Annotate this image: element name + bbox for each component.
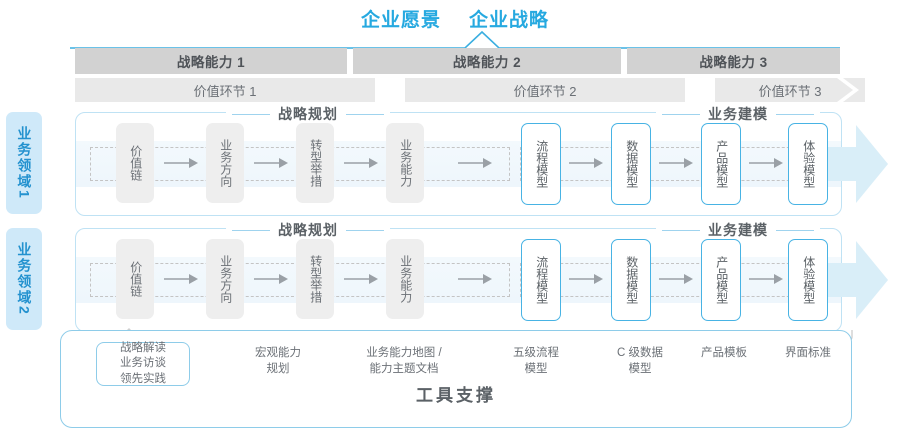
arrow-icon-r1-2 [254, 158, 288, 168]
chevron-separator-icon-1 [375, 78, 397, 102]
arrow-icon-r1-3 [344, 158, 378, 168]
node-data-model-2[interactable]: 数据模型 [611, 239, 651, 321]
note-c-level-data-model: C 级数据模型 [592, 346, 688, 377]
tool-support-title: 工具支撑 [416, 386, 496, 405]
value-chain-segment-1[interactable]: 价值环节 1 [75, 78, 375, 102]
capability-bar-2[interactable]: 战略能力 2 [353, 48, 621, 74]
arrow-icon-r1-5 [569, 158, 603, 168]
arrow-icon-r2-1 [164, 274, 198, 284]
note-text-4: 五级流程模型 [513, 347, 559, 375]
note-text-3: 业务能力地图 /能力主题文档 [366, 347, 442, 375]
node-business-direction-1[interactable]: 业务方向 [206, 123, 244, 203]
node-value-chain-2[interactable]: 价值链 [116, 239, 154, 319]
vision-strategy-connector-line [70, 30, 840, 49]
tool-support-card: 工具支撑 [60, 330, 852, 428]
value-chain-label-3: 价值环节 3 [758, 83, 822, 99]
note-box-strategy-interpretation[interactable]: 战略解读业务访谈领先实践 [96, 342, 190, 386]
note-macro-capability-planning: 宏观能力规划 [222, 346, 334, 377]
note-text-1: 战略解读业务访谈领先实践 [120, 342, 166, 385]
note-text-5: C 级数据模型 [617, 347, 663, 375]
header-titles: 企业愿景 企业战略 [0, 4, 910, 32]
flow-direction-arrow-1 [816, 125, 888, 203]
arrow-icon-r2-4 [458, 274, 492, 284]
node-data-model-1[interactable]: 数据模型 [611, 123, 651, 205]
note-interface-standard: 界面标准 [764, 346, 852, 362]
capability-label-3: 战略能力 3 [699, 55, 768, 70]
node-business-capability-1[interactable]: 业务能力 [386, 123, 424, 203]
node-process-model-2[interactable]: 流程模型 [521, 239, 561, 321]
section-header-modeling-2: 业务建模 [656, 220, 820, 240]
domain-row-1: 战略规划 业务建模 价值链 业务方向 转型举措 业务能力 流程模型 数据模型 产… [75, 104, 888, 216]
node-business-capability-2[interactable]: 业务能力 [386, 239, 424, 319]
node-experience-model-2[interactable]: 体验模型 [788, 239, 828, 321]
value-chain-label-2: 价值环节 2 [513, 83, 577, 99]
section-header-modeling-1: 业务建模 [656, 104, 820, 124]
node-experience-model-1[interactable]: 体验模型 [788, 123, 828, 205]
domain-row-2: 战略规划 业务建模 价值链 业务方向 转型举措 业务能力 流程模型 数据模型 产… [75, 220, 888, 332]
note-text-2: 宏观能力规划 [255, 347, 301, 375]
capability-label-2: 战略能力 2 [452, 55, 522, 70]
capability-bar-1[interactable]: 战略能力 1 [75, 48, 347, 74]
arrow-icon-r2-6 [659, 274, 693, 284]
value-chain-segment-2[interactable]: 价值环节 2 [405, 78, 685, 102]
note-text-7: 界面标准 [785, 347, 831, 359]
node-transformation-measures-2[interactable]: 转型举措 [296, 239, 334, 319]
node-product-model-1[interactable]: 产品模型 [701, 123, 741, 205]
node-value-chain-1[interactable]: 价值链 [116, 123, 154, 203]
arrow-icon-r2-3 [344, 274, 378, 284]
domain-label-1: 业务领域1 [16, 126, 33, 200]
title-enterprise-vision: 企业愿景 [360, 9, 441, 31]
value-chain-label-1: 价值环节 1 [193, 83, 257, 99]
sidebar-item-domain-2[interactable]: 业务领域2 [6, 228, 42, 330]
capability-label-1: 战略能力 1 [176, 55, 246, 70]
capability-bar-3[interactable]: 战略能力 3 [627, 48, 840, 74]
arrow-icon-r1-7 [749, 158, 783, 168]
node-process-model-1[interactable]: 流程模型 [521, 123, 561, 205]
note-text-6: 产品模板 [701, 347, 747, 359]
domain-label-2: 业务领域2 [16, 242, 33, 316]
section-header-planning-2: 战略规划 [226, 220, 390, 240]
note-product-template: 产品模板 [678, 346, 770, 362]
flow-direction-arrow-2 [816, 241, 888, 319]
strategic-capability-bars: 战略能力 1 战略能力 2 战略能力 3 [75, 48, 840, 74]
chevron-end-icon [837, 78, 859, 102]
sidebar-item-domain-1[interactable]: 业务领域1 [6, 112, 42, 214]
section-header-planning-1: 战略规划 [226, 104, 390, 124]
value-chain-segment-3[interactable]: 价值环节 3 [715, 78, 865, 102]
arrow-icon-r2-2 [254, 274, 288, 284]
note-five-level-process-model: 五级流程模型 [484, 346, 588, 377]
note-capability-map: 业务能力地图 /能力主题文档 [342, 346, 466, 377]
arrow-icon-r2-5 [569, 274, 603, 284]
arrow-icon-r1-6 [659, 158, 693, 168]
node-transformation-measures-1[interactable]: 转型举措 [296, 123, 334, 203]
chevron-separator-icon-2 [685, 78, 707, 102]
arrow-icon-r1-1 [164, 158, 198, 168]
arrow-icon-r2-7 [749, 274, 783, 284]
arrow-icon-r1-4 [458, 158, 492, 168]
node-product-model-2[interactable]: 产品模型 [701, 239, 741, 321]
title-enterprise-strategy: 企业战略 [469, 9, 550, 31]
value-chain-bar: 价值环节 1 价值环节 2 价值环节 3 [75, 78, 865, 102]
node-business-direction-2[interactable]: 业务方向 [206, 239, 244, 319]
